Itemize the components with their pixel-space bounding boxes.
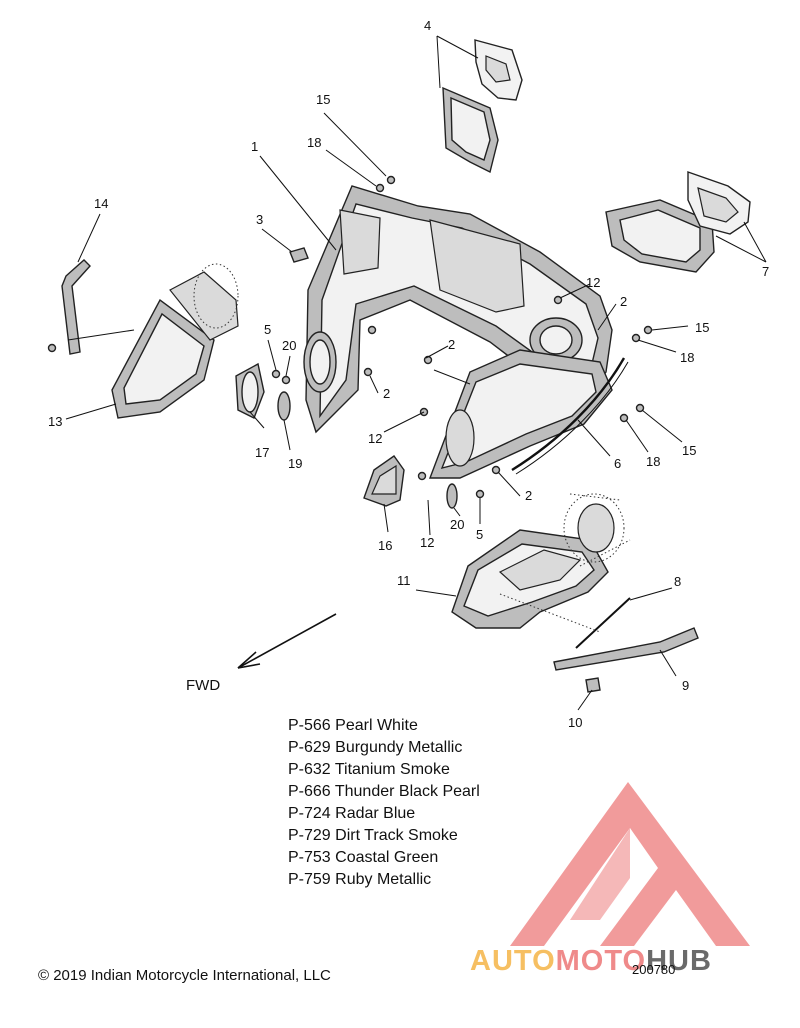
callout-13: 13 [48, 414, 62, 429]
part-13-left-bracket [111, 263, 239, 419]
callout-6: 6 [614, 456, 621, 471]
callout-10: 10 [568, 715, 582, 730]
callout-1: 1 [251, 139, 258, 154]
paint-color-item: P-753 Coastal Green [288, 849, 439, 866]
watermark-logo [510, 782, 750, 946]
callout-12: 12 [368, 431, 382, 446]
callout-2: 2 [620, 294, 627, 309]
watermark-text-auto: AUTO [470, 945, 556, 977]
part-7-glovebox-door [605, 171, 751, 273]
paint-color-item: P-724 Radar Blue [288, 805, 416, 822]
paint-color-item: P-632 Titanium Smoke [288, 761, 450, 778]
callout-4: 4 [424, 18, 431, 33]
paint-color-item: P-629 Burgundy Metallic [288, 739, 463, 756]
callout-18: 18 [307, 135, 321, 150]
callout-2: 2 [525, 488, 532, 503]
callout-20: 20 [450, 517, 464, 532]
part-14-rod-bracket [61, 259, 135, 355]
callout-17: 17 [255, 445, 269, 460]
part-19-grommet [277, 391, 291, 421]
watermark-text-hub: HUB [646, 945, 712, 977]
callout-15: 15 [316, 92, 330, 107]
callout-15: 15 [695, 320, 709, 335]
callout-12: 12 [420, 535, 434, 550]
paint-color-item: P-566 Pearl White [288, 717, 418, 734]
paint-color-list: P-566 Pearl White P-629 Burgundy Metalli… [288, 715, 480, 891]
callout-14: 14 [94, 196, 108, 211]
leader-lines [65, 35, 767, 711]
part-17-speaker-cover [235, 362, 265, 419]
part-11-lower-bezel [451, 493, 631, 629]
part-6-trim-strip [511, 357, 629, 475]
fwd-label: FWD [186, 677, 220, 694]
forward-arrow [237, 613, 337, 669]
fasteners [47, 175, 653, 499]
part-10-nut [585, 677, 601, 693]
part-9-bracket [553, 627, 699, 671]
callout-5: 5 [476, 527, 483, 542]
callout-8: 8 [674, 574, 681, 589]
callout-labels: 1 15 18 4 7 3 14 13 5 20 17 19 2 2 2 2 1… [48, 18, 769, 730]
callout-18: 18 [646, 454, 660, 469]
callout-15: 15 [682, 443, 696, 458]
callout-7: 7 [762, 264, 769, 279]
part-16-bezel [363, 455, 405, 507]
copyright-notice: © 2019 Indian Motorcycle International, … [38, 967, 331, 984]
callout-5: 5 [264, 322, 271, 337]
callout-19: 19 [288, 456, 302, 471]
callout-16: 16 [378, 538, 392, 553]
callout-2: 2 [448, 337, 455, 352]
callout-18: 18 [680, 350, 694, 365]
part-3-clip [289, 247, 309, 263]
callout-9: 9 [682, 678, 689, 693]
callout-2: 2 [383, 386, 390, 401]
watermark-text: AUTOMOTOHUB [470, 945, 712, 978]
drawing-number: 200780 [632, 962, 676, 977]
paint-color-item: P-666 Thunder Black Pearl [288, 783, 480, 800]
paint-color-item: P-729 Dirt Track Smoke [288, 827, 458, 844]
lower-inner-panel [428, 349, 613, 479]
callout-11: 11 [397, 573, 411, 588]
paint-color-item: P-759 Ruby Metallic [288, 871, 432, 888]
part-4-glovebox-door [442, 39, 523, 174]
callout-20: 20 [282, 338, 296, 353]
part-8-rod [575, 597, 631, 649]
part-20-grommet [446, 483, 458, 509]
watermark-text-moto: MOTO [555, 945, 647, 977]
callout-3: 3 [256, 212, 263, 227]
callout-12: 12 [586, 275, 600, 290]
